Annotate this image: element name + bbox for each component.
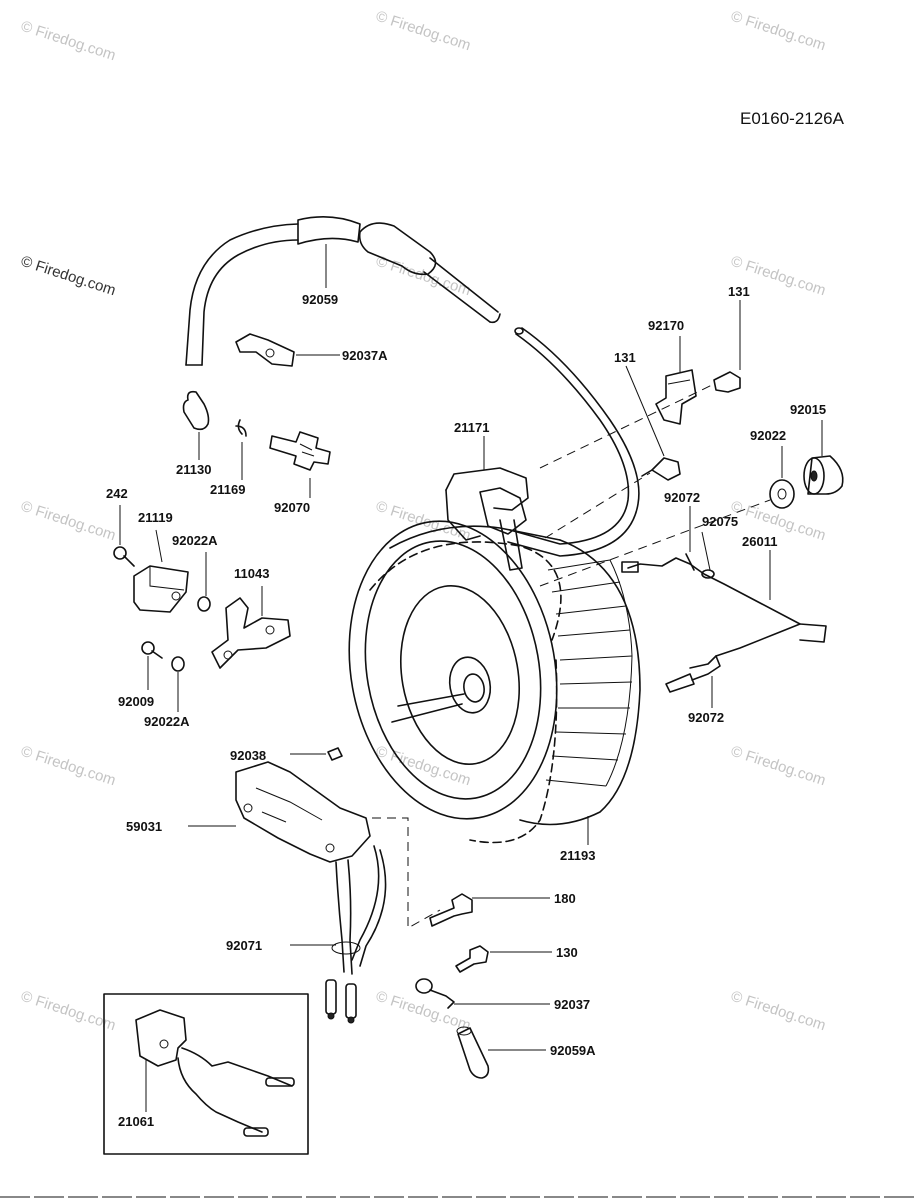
bolt-131-top [713, 300, 741, 393]
callout-131-top: 131 [728, 284, 750, 299]
callout-21061: 21061 [118, 1114, 154, 1129]
clip-21169 [235, 419, 247, 480]
callout-21119: 21119 [138, 510, 173, 525]
callout-labels: 92059 92037A 21130 21169 92070 242 21119… [106, 244, 826, 1129]
inset-box [103, 993, 309, 1155]
callout-92015: 92015 [790, 402, 826, 417]
callout-92072-top: 92072 [664, 490, 700, 505]
plug-cap-21130 [182, 390, 210, 460]
drawing-code: E0160-2126A [740, 109, 845, 128]
bracket-92037a [235, 333, 295, 367]
regulator-59031 [188, 761, 387, 1024]
watermark: © Firedog.com [729, 8, 828, 55]
bracket-92170 [655, 336, 697, 425]
callout-92075: 92075 [702, 514, 738, 529]
callout-92059a: 92059A [550, 1043, 596, 1058]
watermark: © Firedog.com [374, 743, 473, 790]
callout-21130: 21130 [176, 462, 211, 477]
terminal-92072-lower [665, 655, 721, 708]
callout-92022a-1: 92022A [172, 533, 218, 548]
watermark: © Firedog.com [374, 8, 473, 55]
callout-92170: 92170 [648, 318, 684, 333]
pickup-21119 [113, 505, 211, 613]
callout-11043: 11043 [234, 566, 269, 581]
spacer-92015 [803, 420, 844, 495]
bolt-180 [429, 893, 550, 927]
callout-92037a-top: 92037A [342, 348, 388, 363]
watermark: © Firedog.com [729, 988, 828, 1035]
hose-92059 [185, 216, 501, 366]
tube-92059a [456, 1026, 546, 1079]
spark-plug-92070 [269, 431, 331, 498]
watermark: © Firedog.com [729, 743, 828, 790]
callout-92072-bottom: 92072 [688, 710, 724, 725]
callout-92037: 92037 [554, 997, 590, 1012]
key-92038 [290, 747, 343, 761]
watermark: © Firedog.com [19, 988, 118, 1035]
terminal-92037 [415, 978, 550, 1009]
callout-131-mid: 131 [614, 350, 636, 365]
callout-59031: 59031 [126, 819, 162, 834]
callout-92022: 92022 [750, 428, 786, 443]
callout-21193: 21193 [560, 848, 595, 863]
watermark: © Firedog.com [19, 18, 118, 65]
wire-26011 [621, 506, 827, 657]
watermark: © Firedog.com [19, 253, 118, 300]
callout-92038: 92038 [230, 748, 266, 763]
bolt-130 [455, 945, 552, 973]
watermark: © Firedog.com [374, 498, 473, 545]
callout-92059: 92059 [302, 292, 338, 307]
screw-242 [113, 505, 135, 567]
callout-242: 242 [106, 486, 128, 501]
callout-92009: 92009 [118, 694, 154, 709]
bolt-92009 [141, 641, 185, 712]
washer-92022 [769, 446, 795, 509]
bracket-11043 [211, 586, 291, 669]
callout-21171: 21171 [454, 420, 489, 435]
alignment-lines [372, 384, 771, 929]
callout-21169: 21169 [210, 482, 245, 497]
callout-92022a-2: 92022A [144, 714, 190, 729]
watermark: © Firedog.com [19, 498, 118, 545]
callout-92070: 92070 [274, 500, 310, 515]
callout-180: 180 [554, 891, 576, 906]
watermark: © Firedog.com [374, 988, 473, 1035]
flywheel-21193 [348, 520, 641, 845]
callout-26011: 26011 [742, 534, 777, 549]
ignition-coil-21171 [445, 436, 529, 571]
bolt-131-mid [625, 365, 681, 481]
plug-cord [507, 327, 640, 557]
watermark: © Firedog.com [19, 743, 118, 790]
callout-130: 130 [556, 945, 578, 960]
callout-92071: 92071 [226, 938, 262, 953]
